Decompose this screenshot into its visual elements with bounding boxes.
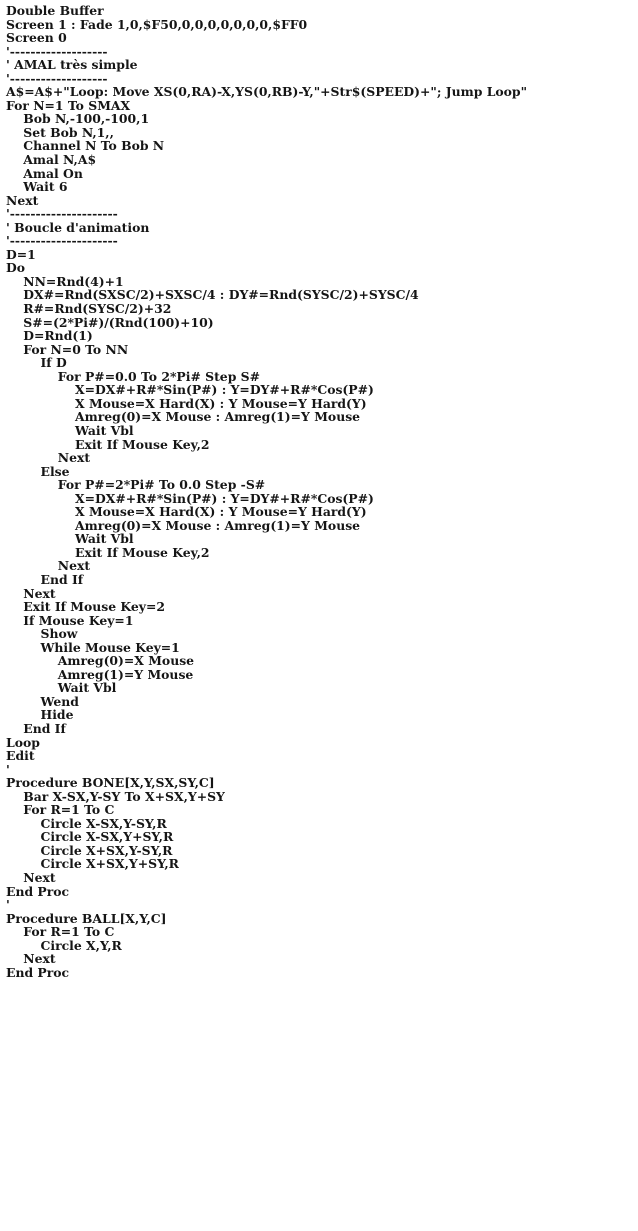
code-line: ' — [6, 761, 10, 777]
code-line: For N=0 To NN — [6, 341, 129, 357]
code-line: Show — [6, 626, 78, 642]
code-line: Wait Vbl — [6, 531, 134, 547]
code-line: ' — [6, 897, 10, 913]
code-line: End Proc — [6, 883, 70, 899]
code-line: Loop — [6, 734, 40, 750]
code-line: Amreg(0)=X Mouse : Amreg(1)=Y Mouse — [6, 409, 361, 425]
code-line: Procedure BONE[X,Y,SX,SY,C] — [6, 775, 215, 791]
code-line: Circle X-SX,Y+SY,R — [6, 829, 174, 845]
code-line: Wait 6 — [6, 179, 68, 195]
code-line: Channel N To Bob N — [6, 138, 165, 154]
code-line: '--------------------- — [6, 233, 118, 249]
code-line: Screen 1 : Fade 1,0,$F50,0,0,0,0,0,0,0,$… — [6, 16, 308, 32]
code-line: '--------------------- — [6, 206, 118, 222]
code-line: Bob N,-100,-100,1 — [6, 111, 150, 127]
code-line: ' Boucle d'animation — [6, 219, 150, 235]
code-line: Next — [6, 585, 56, 601]
code-line: Next — [6, 450, 91, 466]
code-line: Exit If Mouse Key=2 — [6, 599, 166, 615]
code-line: Circle X+SX,Y-SY,R — [6, 842, 173, 858]
code-line: '------------------- — [6, 70, 108, 86]
code-line: X Mouse=X Hard(X) : Y Mouse=Y Hard(Y) — [6, 395, 367, 411]
code-line: D=1 — [6, 246, 36, 262]
code-line: For N=1 To SMAX — [6, 97, 131, 113]
code-line: Double Buffer — [6, 3, 104, 18]
code-line: For R=1 To C — [6, 924, 115, 940]
code-line: Amreg(0)=X Mouse — [6, 653, 195, 669]
code-line: ' AMAL très simple — [6, 57, 138, 73]
code-line: For P#=2*Pi# To 0.0 Step -S# — [6, 477, 266, 493]
code-line: Next — [6, 192, 39, 208]
code-line: Bar X-SX,Y-SY To X+SX,Y+SY — [6, 788, 225, 804]
code-line: NN=Rnd(4)+1 — [6, 273, 124, 289]
code-line: Screen 0 — [6, 30, 67, 46]
code-line: Next — [6, 951, 56, 967]
code-line: Edit — [6, 748, 35, 764]
code-line: Wait Vbl — [6, 680, 117, 696]
code-line: R#=Rnd(SYSC/2)+32 — [6, 301, 172, 317]
code-line: X Mouse=X Hard(X) : Y Mouse=Y Hard(Y) — [6, 504, 367, 520]
code-line: Circle X-SX,Y-SY,R — [6, 815, 167, 831]
code-line: Do — [6, 260, 26, 276]
code-line: Next — [6, 870, 56, 885]
code-line: If Mouse Key=1 — [6, 612, 134, 628]
code-line: Procedure BALL[X,Y,C] — [6, 910, 167, 926]
code-line: If D — [6, 355, 67, 371]
code-line: End If — [6, 720, 66, 736]
code-line: Amal On — [6, 165, 83, 181]
code-line: End Proc — [6, 964, 70, 980]
code-line: '------------------- — [6, 43, 108, 59]
code-line: Exit If Mouse Key,2 — [6, 544, 210, 560]
code-line: Amreg(1)=Y Mouse — [6, 666, 194, 682]
code-line: Circle X+SX,Y+SY,R — [6, 856, 179, 872]
code-line: Next — [6, 558, 91, 574]
code-line: S#=(2*Pi#)/(Rnd(100)+10) — [6, 314, 214, 330]
code-line: While Mouse Key=1 — [6, 639, 180, 655]
code-line: Hide — [6, 707, 74, 723]
code-line: Amreg(0)=X Mouse : Amreg(1)=Y Mouse — [6, 517, 361, 533]
code-line: Amal N,A$ — [6, 152, 97, 168]
code-line: End If — [6, 571, 84, 587]
code-line: A$=A$+"Loop: Move XS(0,RA)-X,YS(0,RB)-Y,… — [6, 84, 528, 100]
code-line: DX#=Rnd(SXSC/2)+SXSC/4 : DY#=Rnd(SYSC/2)… — [6, 287, 419, 303]
code-line: D=Rnd(1) — [6, 328, 93, 344]
code-line: Set Bob N,1,, — [6, 124, 114, 140]
code-line: Else — [6, 463, 70, 479]
code-line: X=DX#+R#*Sin(P#) : Y=DY#+R#*Cos(P#) — [6, 382, 374, 398]
code-line: Wait Vbl — [6, 422, 134, 438]
code-line: For R=1 To C — [6, 802, 115, 818]
code-line: Wend — [6, 693, 79, 709]
code-line: Exit If Mouse Key,2 — [6, 436, 210, 452]
code-line: X=DX#+R#*Sin(P#) : Y=DY#+R#*Cos(P#) — [6, 490, 374, 506]
code-line: For P#=0.0 To 2*Pi# Step S# — [6, 368, 261, 384]
code-line: Circle X,Y,R — [6, 937, 122, 953]
